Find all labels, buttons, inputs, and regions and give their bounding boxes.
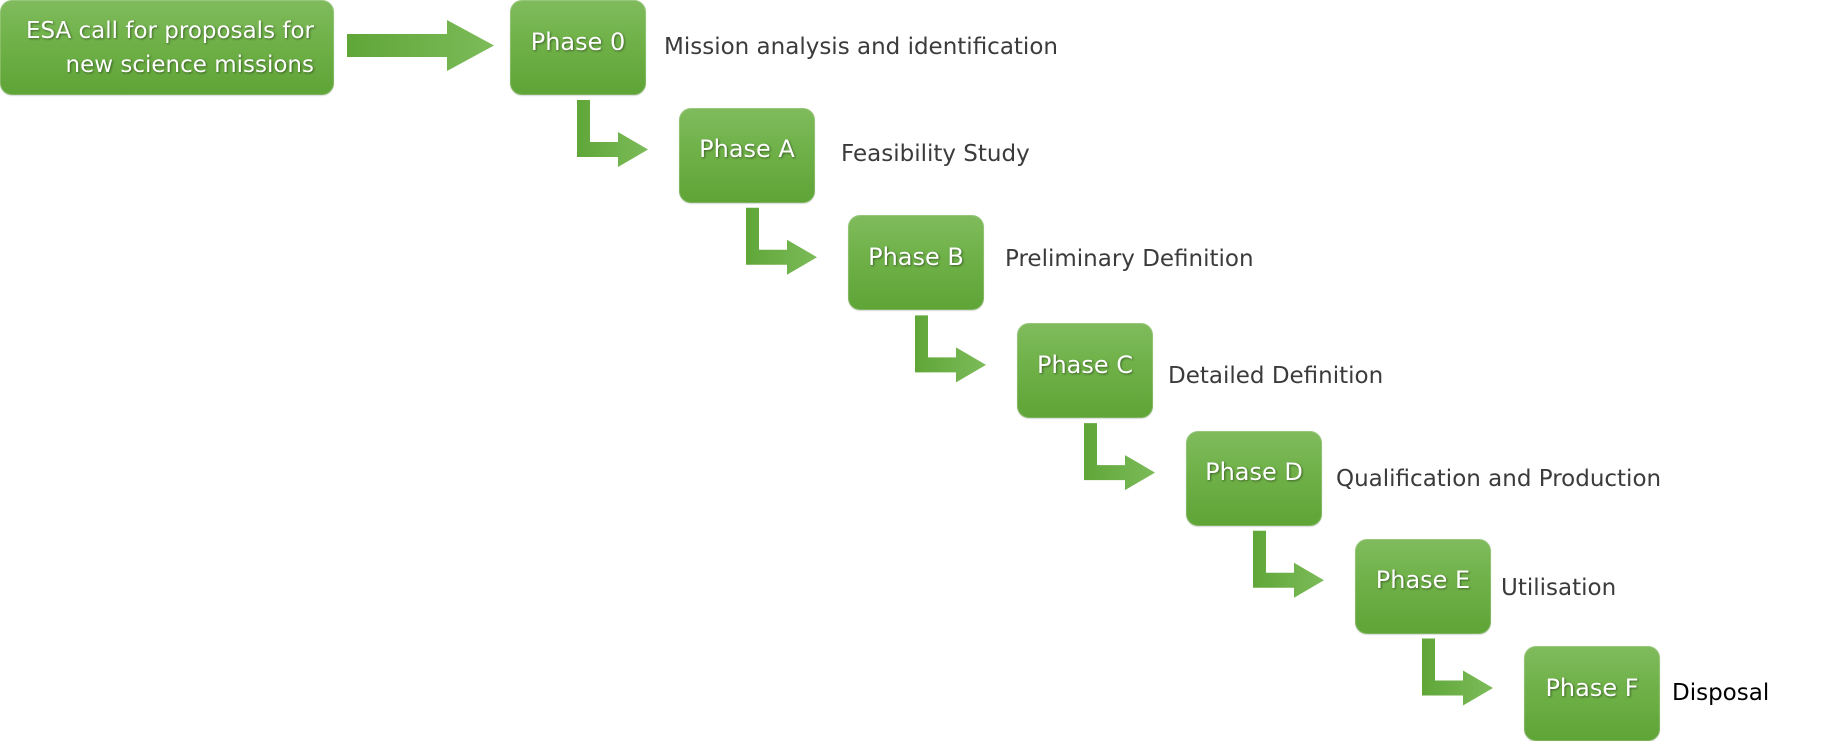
esa-call-line-2: new science missions (65, 51, 315, 78)
phase-f-title: Phase F (1545, 673, 1639, 702)
phase-b-to-phase-c-arrow (915, 315, 986, 383)
phase-c-title: Phase C (1036, 350, 1134, 379)
phase-c-description: Detailed Definition (1168, 363, 1384, 390)
phase-0-to-phase-a-arrow (577, 100, 648, 167)
phase-a-to-phase-b-arrow (746, 207, 817, 275)
phase-d-box: Phase D (1186, 430, 1322, 526)
phase-c-to-phase-d-arrow (1084, 423, 1155, 491)
phase-d-title: Phase D (1205, 458, 1303, 487)
phase-e-to-phase-f-arrow (1422, 638, 1493, 706)
phase-d-description: Qualification and Production (1336, 465, 1662, 492)
phase-c-box: Phase C (1017, 323, 1153, 419)
phase-f-description: Disposal (1672, 680, 1770, 707)
phase-a-description: Feasibility Study (841, 140, 1030, 167)
phase-0-title: Phase 0 (530, 27, 626, 56)
phase-e-description: Utilisation (1501, 574, 1617, 601)
phase-b-box: Phase B (848, 215, 984, 311)
phase-d-to-phase-e-arrow (1253, 530, 1324, 598)
start-to-phase-0-arrow (347, 20, 494, 71)
phase-a-title: Phase A (699, 135, 795, 164)
esa-call-line-1: ESA call for proposals for (25, 17, 314, 44)
esa-call-box: ESA call for proposals for new science m… (0, 0, 334, 95)
phase-e-box: Phase E (1355, 538, 1491, 634)
phase-0-box: Phase 0 (510, 0, 646, 95)
phase-b-description: Preliminary Definition (1005, 246, 1254, 273)
phase-0-description: Mission analysis and identification (664, 34, 1058, 60)
phase-e-title: Phase E (1375, 566, 1471, 594)
phase-f-box: Phase F (1524, 646, 1660, 741)
phase-a-box: Phase A (679, 107, 815, 203)
phase-b-title: Phase B (868, 242, 964, 271)
esa-call-text: ESA call for proposals for new science m… (26, 14, 314, 82)
